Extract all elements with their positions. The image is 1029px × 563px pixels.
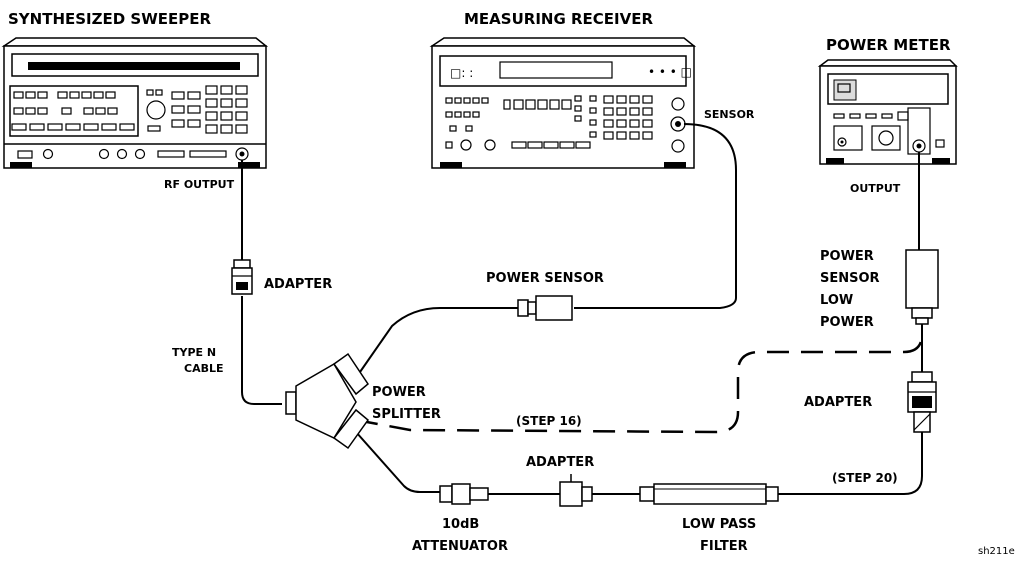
step16-label: (STEP 16) (516, 414, 582, 428)
adapter-bottom: ADAPTER (526, 455, 594, 507)
sensor-port-label: SENSOR (704, 108, 755, 121)
receiver-title: MEASURING RECEIVER (464, 10, 653, 28)
svg-text:ATTENUATOR: ATTENUATOR (412, 539, 508, 554)
type-n-cable (241, 296, 282, 405)
svg-text:TYPE N: TYPE N (172, 346, 216, 359)
figure-id: sh211e (978, 546, 1015, 557)
svg-text:SENSOR: SENSOR (820, 271, 880, 286)
svg-text:POWER: POWER (820, 249, 874, 264)
svg-text:10dB: 10dB (442, 517, 479, 532)
low-pass-filter: LOW PASS FILTER (639, 483, 779, 554)
svg-text:POWER: POWER (820, 315, 874, 330)
rf-output-label: RF OUTPUT (164, 178, 235, 191)
step16-dashed-path (355, 333, 924, 434)
svg-text:CABLE: CABLE (184, 362, 224, 375)
svg-text:LOW PASS: LOW PASS (682, 517, 756, 532)
svg-text:• • • □: • • • □ (648, 65, 692, 79)
power-sensor-low-power: POWER SENSOR LOW POWER (820, 249, 939, 330)
sensor-cable (574, 123, 737, 309)
attenuator-10db: 10dB ATTENUATOR (412, 483, 508, 554)
adapter-bottom-label: ADAPTER (526, 455, 594, 470)
power-sensor-label: POWER SENSOR (486, 271, 604, 286)
cables (241, 123, 924, 495)
filter-to-adapter-cable (778, 432, 923, 495)
power-sensor: POWER SENSOR (486, 271, 604, 321)
adapter-top-label: ADAPTER (264, 277, 332, 292)
step20-label: (STEP 20) (832, 471, 898, 485)
power-splitter: POWER SPLITTER (285, 352, 441, 450)
splitter-to-attenuator-cable (355, 431, 440, 493)
meter-output-label: OUTPUT (850, 182, 901, 195)
sweeper-title: SYNTHESIZED SWEEPER (8, 10, 212, 28)
svg-text:LOW: LOW (820, 293, 853, 308)
svg-text:FILTER: FILTER (700, 539, 748, 554)
adapter-top: ADAPTER (231, 259, 332, 295)
synthesized-sweeper: SYNTHESIZED SWEEPER (1, 10, 269, 191)
adapter-right: ADAPTER (804, 371, 937, 433)
power-meter: POWER METER OUTPUT (817, 36, 958, 195)
meter-title: POWER METER (826, 36, 951, 54)
power-splitter-label-2: SPLITTER (372, 407, 441, 422)
measuring-receiver: MEASURING RECEIVER □: : • • • □ SENSOR (429, 10, 755, 169)
adapter-right-label: ADAPTER (804, 395, 872, 410)
splitter-to-sensor-cable (359, 307, 518, 373)
type-n-cable-label: TYPE N CABLE (172, 346, 224, 375)
power-splitter-label-1: POWER (372, 385, 426, 400)
svg-text:□: :: □: : (450, 66, 473, 80)
